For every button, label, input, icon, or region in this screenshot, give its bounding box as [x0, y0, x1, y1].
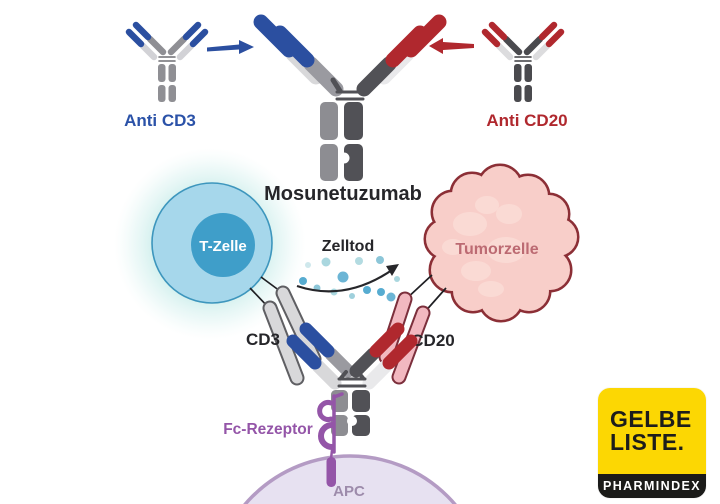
bridging-antibody [286, 322, 418, 436]
apc-label: APC [333, 483, 365, 500]
fc-receptor [317, 392, 344, 461]
logo-subtitle: PHARMINDEX [598, 474, 706, 498]
cell-death-particles [299, 256, 400, 302]
cd3-label: CD3 [246, 330, 280, 349]
logo-text-line2: LISTE. [610, 429, 685, 455]
gelbe-liste-logo: GELBE LISTE. PHARMINDEX [598, 388, 706, 498]
drug-name-label: Mosunetuzumab [264, 183, 422, 205]
anti-cd3-label: Anti CD3 [124, 111, 196, 130]
cell-death-arrow [296, 264, 399, 293]
tumor-cell-label: Tumorzelle [455, 241, 538, 258]
fc-receptor-label: Fc-Rezeptor [223, 421, 313, 438]
fc-receptor-stem [326, 457, 336, 487]
tumor-cell: Tumorzelle [423, 163, 580, 323]
t-cell: T-Zelle [151, 182, 273, 304]
mosunetuzumab-antibody [253, 14, 447, 181]
cd20-label: CD20 [411, 331, 454, 350]
cell-death-label: Zelltod [322, 238, 374, 255]
anti-cd20-antibody [481, 21, 565, 102]
red-arrow-icon [429, 38, 474, 54]
anti-cd3-antibody [125, 21, 209, 102]
t-cell-label: T-Zelle [199, 238, 247, 255]
logo-text-line1: GELBE [610, 406, 692, 432]
apc-cell [243, 454, 457, 504]
logo-yellow-panel: GELBE LISTE. [598, 388, 706, 474]
anti-cd20-label: Anti CD20 [486, 111, 567, 130]
blue-arrow-icon [207, 40, 254, 54]
